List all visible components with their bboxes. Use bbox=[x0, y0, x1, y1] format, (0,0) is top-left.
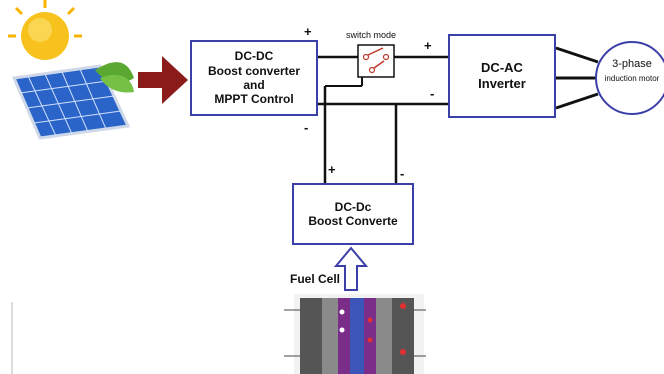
dcdc-boost-fuelcell-line1: DC-Dc bbox=[334, 199, 372, 214]
dcdc-boost-mppt-line2: Boost converter bbox=[207, 63, 301, 78]
solar-panel-icon bbox=[11, 62, 134, 140]
motor-circle bbox=[595, 41, 664, 115]
motor-label: 3-phase induction motor bbox=[598, 58, 664, 83]
dcdc-boost-fuelcell-block: DC-Dc Boost Converte bbox=[292, 183, 414, 245]
fuelcell-minus-sign: - bbox=[400, 166, 405, 181]
switch-mode-icon bbox=[357, 44, 395, 78]
dcdc-minus-sign: - bbox=[304, 120, 309, 135]
dcdc-plus-sign: + bbox=[304, 24, 312, 39]
fuel-cell-icon bbox=[284, 294, 426, 374]
sun-icon bbox=[8, 0, 82, 60]
motor-line2: induction motor bbox=[604, 74, 660, 83]
dcdc-boost-mppt-line4: MPPT Control bbox=[214, 92, 294, 107]
inverter-minus-sign: - bbox=[430, 86, 435, 101]
dcdc-boost-mppt-line1: DC-DC bbox=[234, 49, 274, 64]
fuelcell-plus-sign: + bbox=[328, 162, 336, 177]
dcdc-boost-mppt-line3: and bbox=[243, 78, 265, 92]
motor-line1: 3-phase bbox=[612, 58, 652, 70]
input-arrow-icon bbox=[138, 56, 188, 104]
fuel-cell-label: Fuel Cell bbox=[290, 272, 341, 286]
dcdc-boost-mppt-block: DC-DC Boost converter and MPPT Control bbox=[190, 40, 318, 116]
dcac-inverter-line2: Inverter bbox=[478, 76, 526, 91]
inverter-plus-sign: + bbox=[424, 38, 432, 53]
dcac-inverter-block: DC-AC Inverter bbox=[448, 34, 556, 118]
fuel-cell-arrow-icon bbox=[333, 246, 369, 291]
dcac-inverter-line1: DC-AC bbox=[481, 60, 523, 76]
dcdc-boost-fuelcell-line2: Boost Converte bbox=[308, 214, 398, 228]
switch-mode-label: switch mode bbox=[346, 30, 397, 40]
